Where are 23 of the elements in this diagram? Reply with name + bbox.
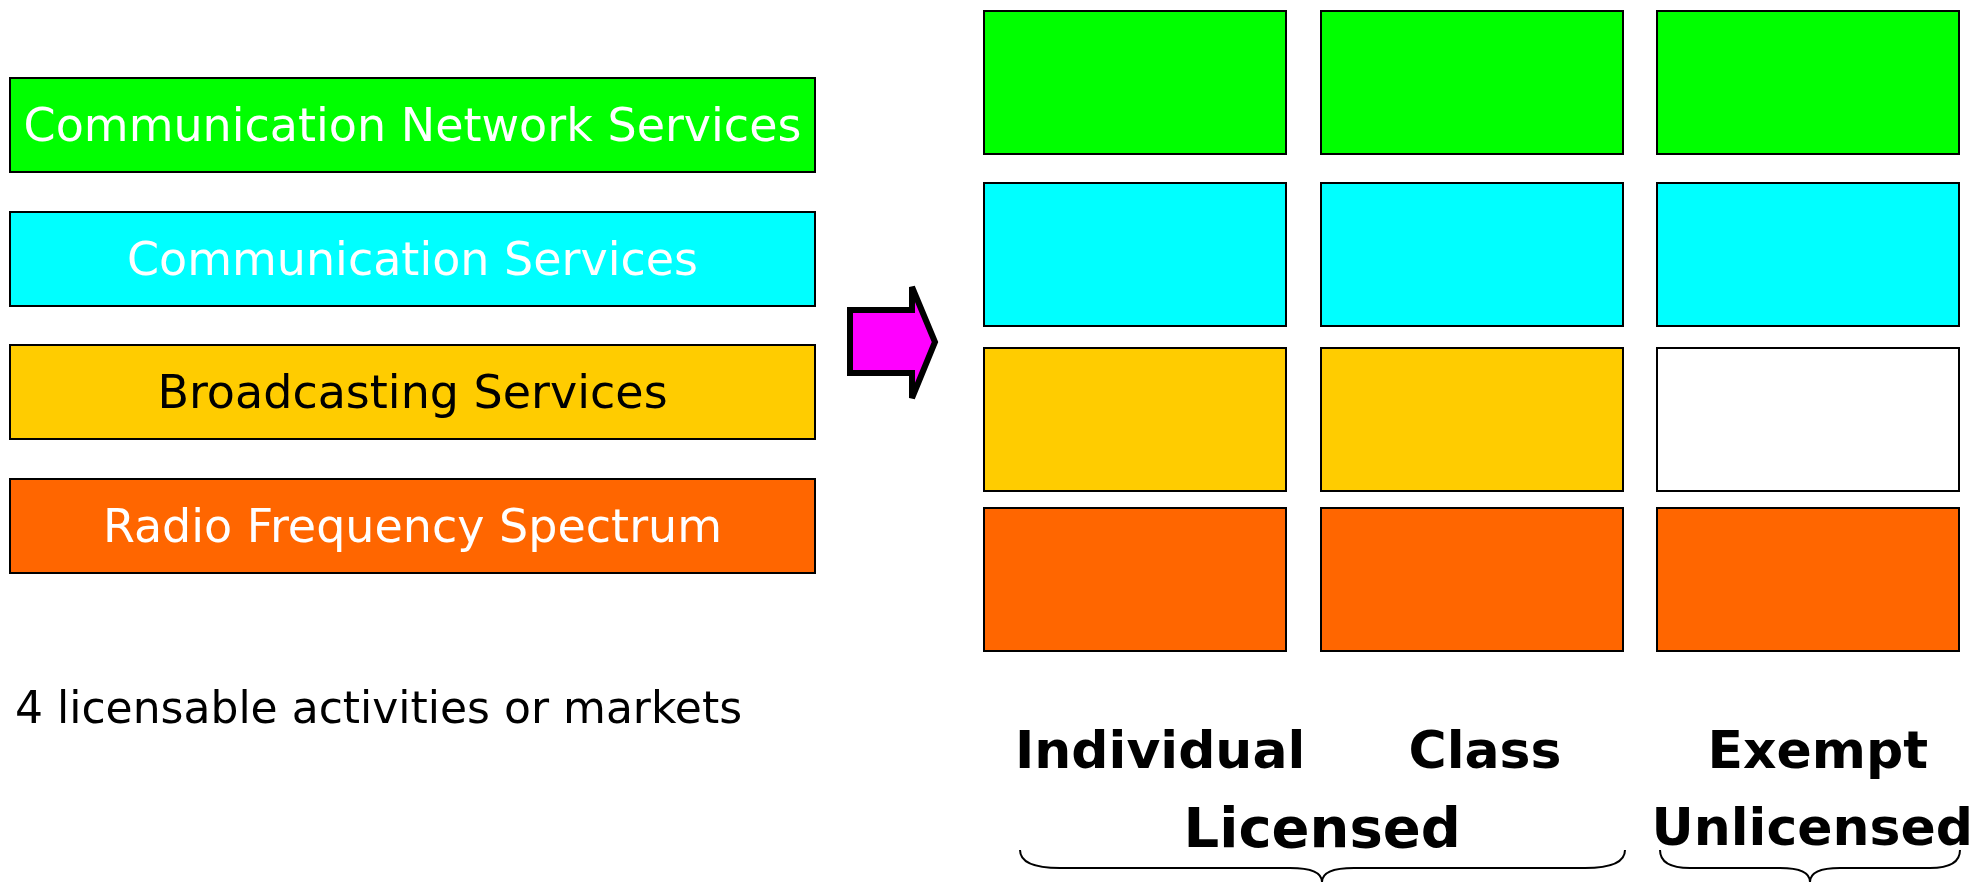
category-box: Communication Services — [9, 211, 816, 307]
block-arrow — [847, 284, 939, 401]
matrix-cell — [1656, 10, 1960, 155]
column-heading: Class — [1408, 720, 1562, 780]
matrix-cell — [1320, 507, 1624, 652]
matrix-cell — [983, 182, 1287, 327]
matrix-cell — [983, 10, 1287, 155]
matrix-cell — [983, 347, 1287, 492]
caption-text: 4 licensable activities or markets — [15, 682, 743, 733]
matrix-cell — [1656, 182, 1960, 327]
category-box: Broadcasting Services — [9, 344, 816, 440]
matrix-cell — [1656, 347, 1960, 492]
group-heading: Unlicensed — [1651, 797, 1973, 857]
column-heading: Individual — [1015, 720, 1306, 780]
group-heading: Licensed — [1183, 795, 1461, 860]
matrix-cell — [1320, 182, 1624, 327]
matrix-cell — [983, 507, 1287, 652]
category-box: Radio Frequency Spectrum — [9, 478, 816, 574]
category-box: Communication Network Services — [9, 77, 816, 173]
matrix-cell — [1320, 10, 1624, 155]
column-heading: Exempt — [1707, 720, 1929, 780]
matrix-cell — [1320, 347, 1624, 492]
matrix-cell — [1656, 507, 1960, 652]
